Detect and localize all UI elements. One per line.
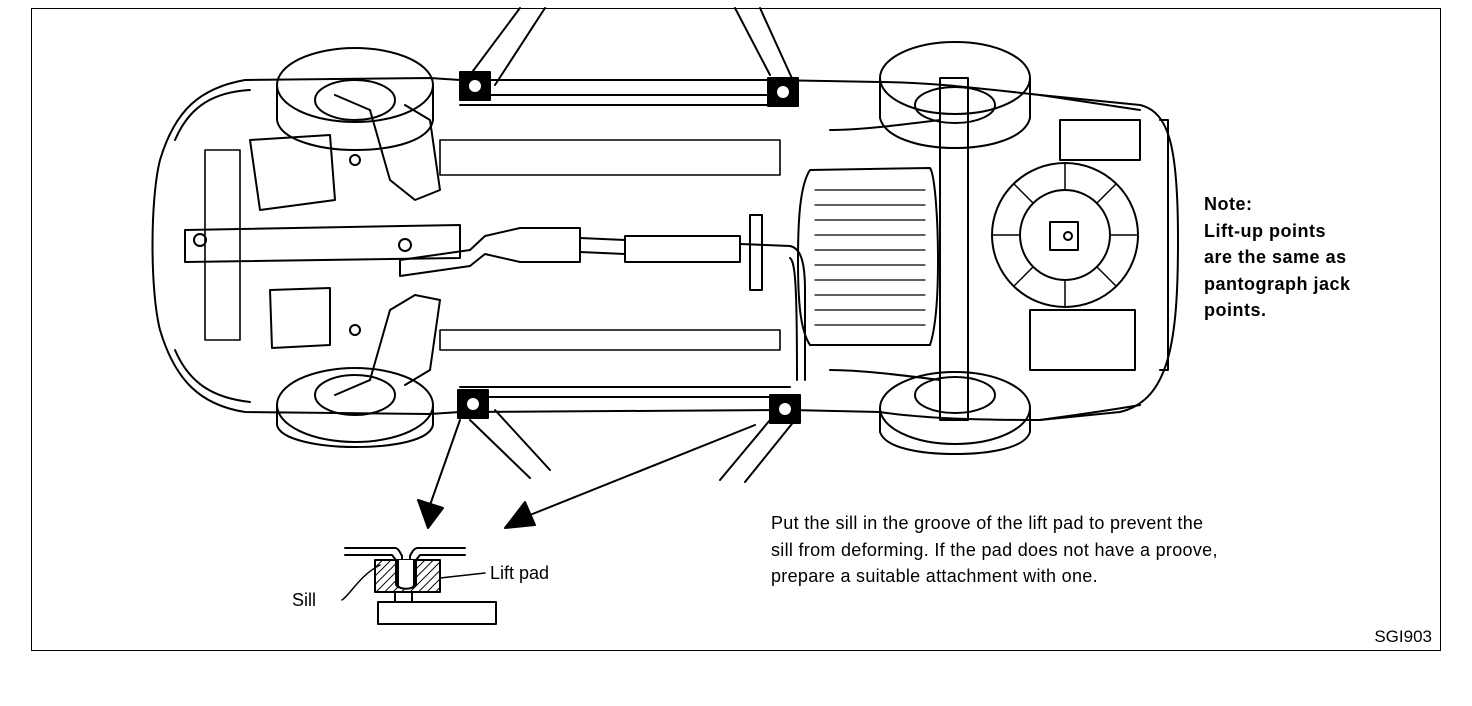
rear-axle: [939, 77, 969, 421]
figure-code: SGI903: [1374, 627, 1432, 646]
front-left-wheel: [276, 47, 434, 151]
front-right-wheel: [276, 367, 434, 448]
note-line: pantograph jack: [1204, 273, 1351, 294]
spare-tire: [991, 162, 1139, 308]
instruction-line: sill from deforming. If the pad does not…: [771, 539, 1218, 560]
lift-pad-rear-right: [769, 394, 801, 424]
sill-label: Sill: [292, 590, 317, 610]
lift-pad-label: Lift pad: [490, 563, 550, 583]
note-heading: Note:: [1204, 194, 1253, 214]
instruction-line: Put the sill in the groove of the lift p…: [771, 513, 1204, 533]
arrow-to-detail-right: [504, 424, 756, 529]
instruction-line: prepare a suitable attachment with one.: [771, 566, 1098, 586]
exhaust-pipe: [399, 227, 581, 277]
rear-left-wheel: [879, 41, 1031, 149]
note-line: points.: [1204, 300, 1267, 320]
instruction-text: Put the sill in the groove of the lift p…: [771, 510, 1218, 590]
rear-right-wheel: [879, 371, 1031, 455]
note-block: Note: Lift-up points are the same as pan…: [1204, 191, 1351, 324]
lift-pad-detail: [341, 547, 497, 625]
fuel-tank: [797, 167, 939, 346]
lift-pad-front-left: [459, 71, 491, 101]
lift-pad-rear-left: [767, 77, 799, 107]
note-line: are the same as: [1204, 247, 1347, 267]
lift-pad-front-right: [457, 389, 489, 419]
arrow-to-detail-left: [417, 419, 461, 529]
muffler: [624, 235, 741, 263]
car-body-outline: [151, 77, 1179, 421]
note-line: Lift-up points: [1204, 220, 1326, 241]
